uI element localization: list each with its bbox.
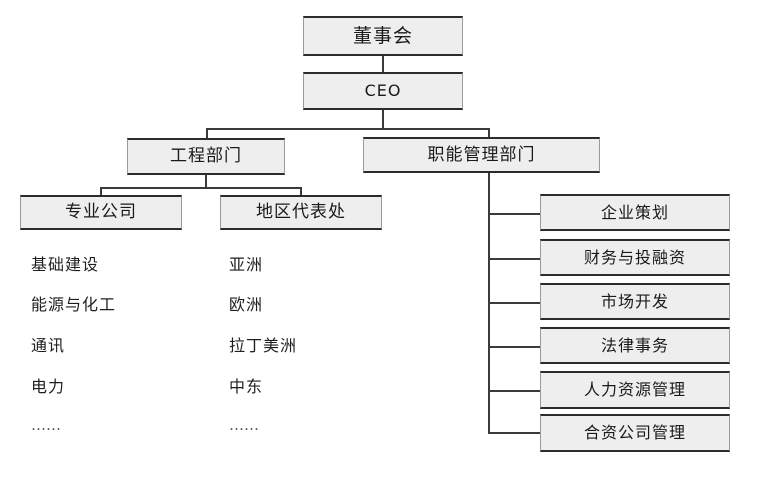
- node-ceo-label: CEO: [364, 81, 402, 100]
- list-item: 电力: [31, 377, 66, 396]
- node-board-label: 董事会: [352, 24, 413, 47]
- list-item: 中东: [229, 377, 264, 396]
- connector-to-professional-company: [100, 187, 102, 195]
- node-market-development-label: 市场开发: [600, 291, 669, 311]
- node-engineering-label: 工程部门: [170, 146, 242, 166]
- node-professional-company[interactable]: 专业公司: [20, 195, 182, 230]
- connector-stub-joint-venture: [488, 432, 542, 434]
- node-enterprise-planning-label: 企业策划: [600, 202, 669, 222]
- node-board[interactable]: 董事会: [303, 16, 463, 56]
- node-engineering[interactable]: 工程部门: [127, 138, 285, 175]
- list-item: 欧洲: [229, 295, 264, 314]
- node-regional-office[interactable]: 地区代表处: [220, 195, 382, 230]
- node-legal-affairs-label: 法律事务: [600, 335, 669, 355]
- connector-engineering-drop: [205, 175, 207, 187]
- node-regional-office-label: 地区代表处: [256, 202, 346, 222]
- connector-stub-market-development: [488, 302, 542, 304]
- node-professional-company-label: 专业公司: [65, 202, 137, 222]
- connector-board-to-ceo: [382, 56, 384, 72]
- node-legal-affairs[interactable]: 法律事务: [540, 327, 730, 364]
- connector-stub-finance: [488, 258, 542, 260]
- connector-stub-legal-affairs: [488, 346, 542, 348]
- list-item: 拉丁美洲: [229, 336, 298, 355]
- list-item: ……: [31, 416, 61, 434]
- connector-ceo-drop: [382, 110, 384, 128]
- connector-stub-enterprise-planning: [488, 213, 542, 215]
- connector-stub-human-resources: [488, 390, 542, 392]
- node-functional[interactable]: 职能管理部门: [363, 137, 600, 173]
- connector-to-functional: [488, 128, 490, 137]
- list-item: 基础建设: [31, 255, 100, 274]
- connector-to-engineering: [206, 128, 208, 138]
- list-item: ……: [229, 416, 259, 434]
- node-joint-venture-management-label: 合资公司管理: [583, 423, 686, 442]
- node-functional-label: 职能管理部门: [427, 144, 536, 165]
- node-enterprise-planning[interactable]: 企业策划: [540, 194, 730, 231]
- node-joint-venture-management[interactable]: 合资公司管理: [540, 414, 730, 452]
- node-human-resources-label: 人力资源管理: [583, 380, 686, 399]
- connector-to-regional-office: [300, 187, 302, 195]
- node-human-resources[interactable]: 人力资源管理: [540, 371, 730, 409]
- connector-ceo-bus: [206, 128, 490, 130]
- connector-engineering-bus: [100, 187, 302, 189]
- node-finance-investment[interactable]: 财务与投融资: [540, 239, 730, 276]
- node-finance-investment-label: 财务与投融资: [583, 247, 686, 267]
- node-ceo[interactable]: CEO: [303, 72, 463, 110]
- list-item: 通讯: [31, 336, 66, 355]
- list-item: 亚洲: [229, 255, 264, 274]
- list-item: 能源与化工: [31, 295, 117, 314]
- node-market-development[interactable]: 市场开发: [540, 283, 730, 320]
